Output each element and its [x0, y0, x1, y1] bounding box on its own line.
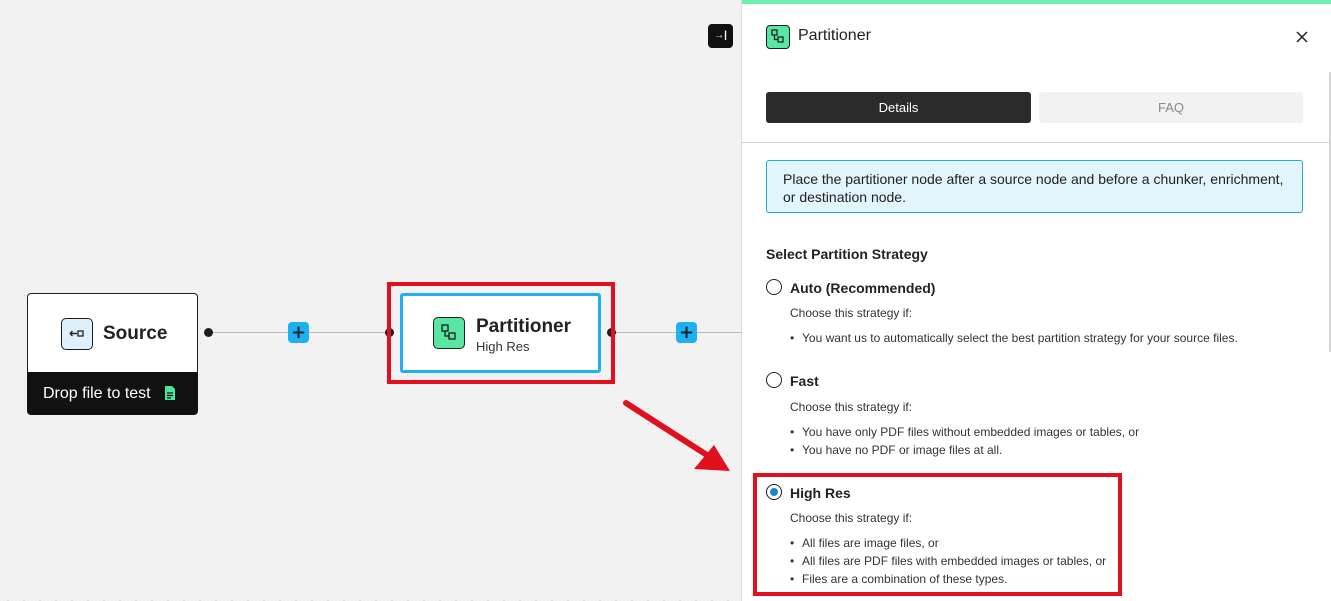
partitioner-node-subtitle: High Res	[476, 339, 530, 354]
drop-file-to-test[interactable]: Drop file to test	[27, 372, 198, 415]
list-item: You want us to automatically select the …	[790, 329, 1238, 347]
option-auto-label[interactable]: Auto (Recommended)	[790, 280, 936, 296]
panel-title: Partitioner	[798, 27, 871, 44]
source-node-title: Source	[103, 323, 168, 344]
list-item: All files are PDF files with embedded im…	[790, 552, 1106, 570]
info-callout: Place the partitioner node after a sourc…	[766, 160, 1303, 213]
option-fast-bullets: You have only PDF files without embedded…	[790, 423, 1139, 459]
add-step-button-1[interactable]: +	[288, 322, 309, 343]
panel-header: Partitioner Details FAQ	[742, 4, 1331, 143]
option-fast-label[interactable]: Fast	[790, 373, 819, 389]
close-icon[interactable]	[1294, 29, 1310, 45]
highlight-high-res-option	[753, 473, 1122, 596]
partitioner-node[interactable]: Partitioner High Res	[400, 293, 601, 373]
option-auto-desc: Choose this strategy if:	[790, 306, 913, 320]
source-arrow-icon	[61, 318, 93, 350]
list-item: You have no PDF or image files at all.	[790, 441, 1139, 459]
option-high-res-bullets: All files are image files, or All files …	[790, 534, 1106, 588]
partitioner-icon	[433, 317, 465, 349]
option-auto-bullets: You want us to automatically select the …	[790, 329, 1238, 347]
collapse-panel-icon[interactable]: →|	[708, 24, 733, 48]
radio-fast[interactable]	[766, 372, 782, 388]
strategy-section-title: Select Partition Strategy	[766, 246, 928, 262]
workflow-canvas[interactable]: + + Source Drop file to test	[0, 0, 741, 601]
option-high-res-desc: Choose this strategy if:	[790, 511, 913, 525]
partitioner-icon	[766, 25, 790, 49]
tab-faq[interactable]: FAQ	[1039, 92, 1303, 123]
info-callout-text: Place the partitioner node after a sourc…	[783, 171, 1284, 205]
node-details-panel: Partitioner Details FAQ Place the partit…	[741, 0, 1331, 601]
source-node[interactable]: Source	[27, 293, 198, 373]
source-output-handle[interactable]	[204, 328, 213, 337]
tab-details[interactable]: Details	[766, 92, 1031, 123]
list-item: Files are a combination of these types.	[790, 570, 1106, 588]
panel-scrollbar[interactable]	[1329, 72, 1331, 352]
annotation-arrow-icon	[623, 400, 730, 471]
panel-accent-bar	[742, 0, 1331, 4]
option-fast-desc: Choose this strategy if:	[790, 400, 913, 414]
list-item: You have only PDF files without embedded…	[790, 423, 1139, 441]
partitioner-node-title: Partitioner	[476, 316, 572, 337]
option-high-res-label[interactable]: High Res	[790, 485, 851, 501]
highlight-partitioner-node	[387, 282, 615, 384]
radio-high-res[interactable]	[766, 484, 782, 500]
drop-file-label: Drop file to test	[43, 385, 151, 402]
add-step-button-2[interactable]: +	[676, 322, 697, 343]
document-icon	[164, 385, 176, 406]
list-item: All files are image files, or	[790, 534, 1106, 552]
radio-auto[interactable]	[766, 279, 782, 295]
